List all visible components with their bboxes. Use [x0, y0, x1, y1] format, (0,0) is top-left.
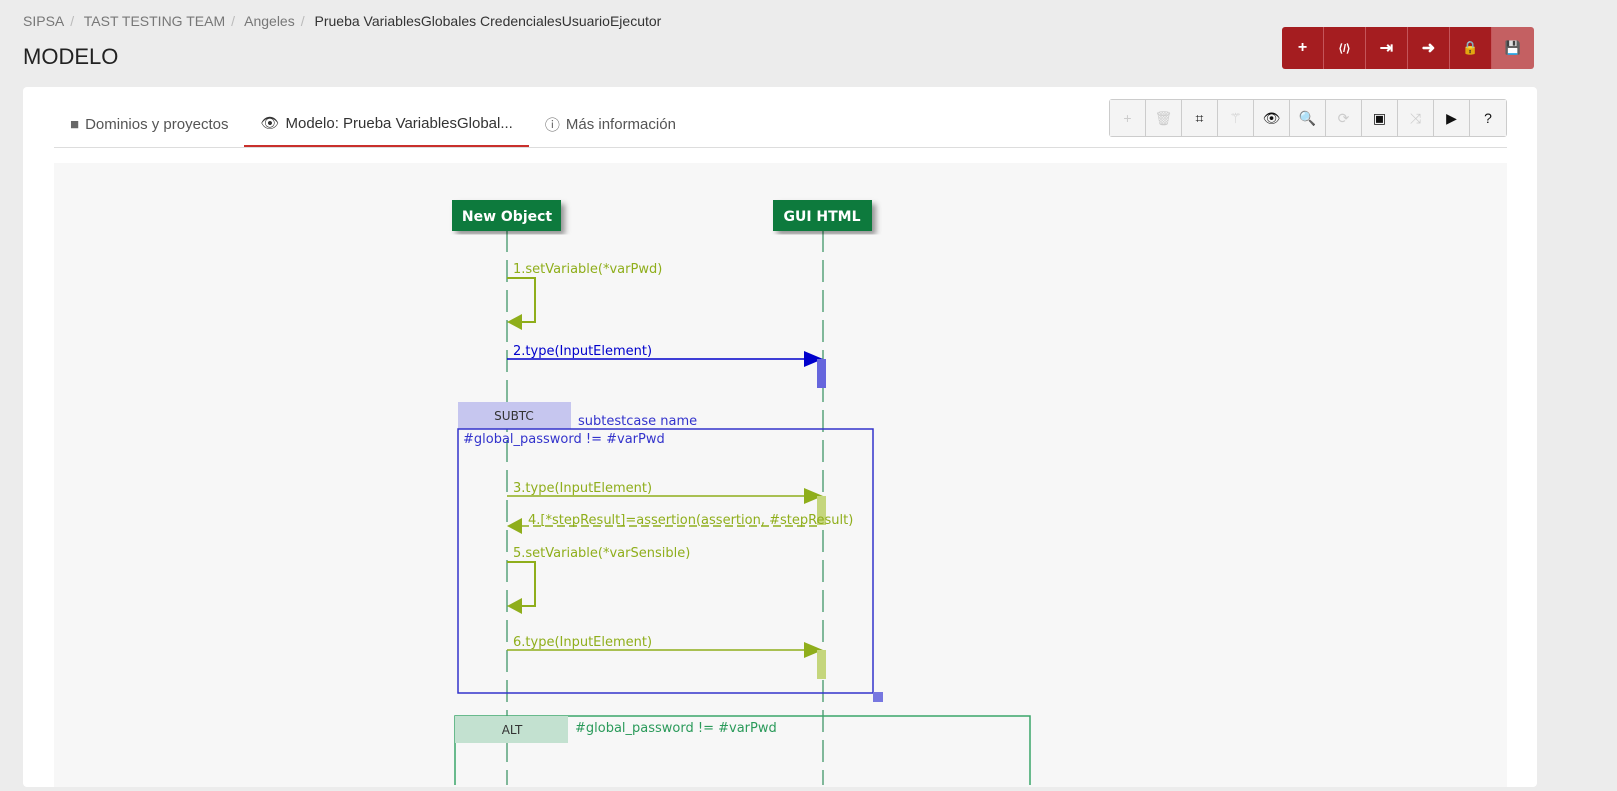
exit-button[interactable]: ➜ — [1408, 27, 1450, 69]
message-2[interactable]: 2.type(InputElement) — [507, 344, 826, 388]
export-code-button[interactable]: ⟨/⟩ — [1324, 27, 1366, 69]
eye-icon: 👁 — [260, 115, 280, 132]
svg-text:SUBTC: SUBTC — [494, 409, 534, 423]
diagram-toolbar: + 🗑 ⌗ ⚚ 👁 🔍 ⟳ ▣ ⤨ ▶ ? — [1109, 99, 1507, 137]
svg-text:1.setVariable(*varPwd): 1.setVariable(*varPwd) — [513, 262, 662, 277]
breadcrumb-item[interactable]: Angeles — [244, 13, 295, 29]
breadcrumb-item[interactable]: SIPSA — [23, 13, 65, 29]
tab-bar: ■Dominios y proyectos 👁Modelo: Prueba Va… — [54, 101, 1507, 148]
svg-text:6.type(InputElement): 6.type(InputElement) — [513, 635, 652, 650]
main-panel: ■Dominios y proyectos 👁Modelo: Prueba Va… — [23, 87, 1537, 787]
svg-text:#global_password != #varPwd: #global_password != #varPwd — [575, 721, 777, 736]
tab-domains[interactable]: ■Dominios y proyectos — [70, 115, 229, 133]
add-element-button[interactable]: + — [1110, 100, 1146, 136]
message-4[interactable]: 4.[*stepResult]=assertion(assertion, #st… — [507, 513, 853, 534]
breadcrumb-current: Prueba VariablesGlobales CredencialesUsu… — [314, 13, 662, 29]
add-button[interactable]: + — [1282, 27, 1324, 69]
crop-button[interactable]: ⌗ — [1182, 100, 1218, 136]
svg-text:3.type(InputElement): 3.type(InputElement) — [513, 481, 652, 496]
breadcrumb-item[interactable]: TAST TESTING TEAM — [83, 13, 226, 29]
svg-text:5.setVariable(*varSensible): 5.setVariable(*varSensible) — [513, 546, 690, 561]
lifeline-label: GUI HTML — [783, 209, 860, 225]
message-5[interactable]: 5.setVariable(*varSensible) — [507, 546, 690, 614]
lifeline-head[interactable] — [452, 200, 561, 231]
image-button[interactable]: ▣ — [1362, 100, 1398, 136]
import-button[interactable]: ⇥ — [1366, 27, 1408, 69]
svg-text:2.type(InputElement): 2.type(InputElement) — [513, 344, 652, 359]
folder-icon: ■ — [70, 115, 80, 133]
play-button[interactable]: ▶ — [1434, 100, 1470, 136]
message-6[interactable]: 6.type(InputElement) — [507, 635, 826, 679]
subtc-fragment[interactable]: SUBTC subtestcase name #global_password … — [457, 402, 883, 702]
shuffle-button[interactable]: ⤨ — [1398, 100, 1434, 136]
header-actions: + ⟨/⟩ ⇥ ➜ 🔒 💾 — [1282, 27, 1534, 69]
breadcrumb: SIPSA/ TAST TESTING TEAM/ Angeles/ Prueb… — [23, 13, 662, 29]
svg-text:ALT: ALT — [502, 723, 523, 737]
refresh-button[interactable]: ⟳ — [1326, 100, 1362, 136]
sequence-diagram[interactable]: New Object GUI HTML 1.setVariable(*varPw… — [54, 163, 1507, 787]
magic-button[interactable]: ⚚ — [1218, 100, 1254, 136]
lock-button[interactable]: 🔒 — [1450, 27, 1492, 69]
info-icon: ⓘ — [544, 116, 560, 134]
page-title: MODELO — [23, 44, 119, 69]
svg-text:subtestcase name: subtestcase name — [578, 414, 697, 429]
lifeline-head[interactable] — [773, 200, 872, 231]
message-1[interactable]: 1.setVariable(*varPwd) — [507, 262, 662, 330]
svg-text:4.[*stepResult]=assertion(asse: 4.[*stepResult]=assertion(assertion, #st… — [528, 513, 853, 528]
alt-fragment[interactable]: ALT #global_password != #varPwd — [454, 715, 1031, 785]
view-button[interactable]: 👁 — [1254, 100, 1290, 136]
svg-text:#global_password != #varPwd: #global_password != #varPwd — [463, 432, 665, 447]
delete-button[interactable]: 🗑 — [1146, 100, 1182, 136]
save-button[interactable]: 💾 — [1492, 27, 1534, 69]
help-button[interactable]: ? — [1470, 100, 1506, 136]
message-3[interactable]: 3.type(InputElement) — [507, 481, 826, 525]
search-button[interactable]: 🔍 — [1290, 100, 1326, 136]
tab-model[interactable]: 👁Modelo: Prueba VariablesGlobal... — [244, 101, 529, 147]
diagram-canvas[interactable]: New Object GUI HTML 1.setVariable(*varPw… — [54, 163, 1507, 787]
lifeline-label: New Object — [462, 209, 553, 225]
